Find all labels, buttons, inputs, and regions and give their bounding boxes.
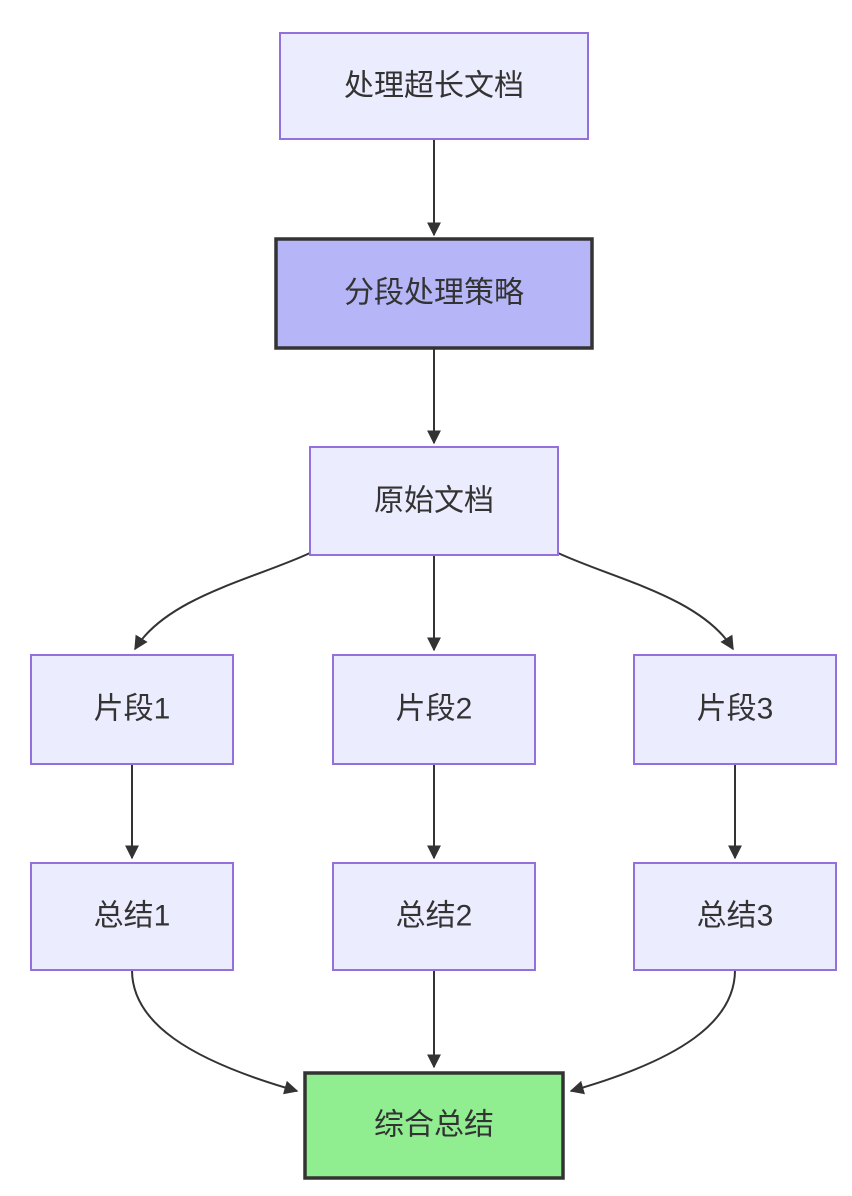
node-fragment-2-box bbox=[332, 654, 536, 765]
node-summary-3-label: 总结3 bbox=[697, 900, 774, 933]
node-combined-summary-box bbox=[303, 1071, 565, 1180]
node-fragment-1: 片段1 bbox=[30, 654, 234, 765]
node-fragment-3-box bbox=[633, 654, 837, 765]
node-summary-1: 总结1 bbox=[30, 862, 234, 971]
node-summary-2-label: 总结2 bbox=[396, 900, 473, 933]
node-segmentation-strategy-label: 分段处理策略 bbox=[344, 277, 524, 310]
node-summary-3: 总结3 bbox=[633, 862, 837, 971]
node-segmentation-strategy: 分段处理策略 bbox=[274, 237, 594, 350]
node-summary-1-box bbox=[30, 862, 234, 971]
node-combined-summary-label: 综合总结 bbox=[374, 1109, 494, 1142]
node-fragment-2: 片段2 bbox=[332, 654, 536, 765]
node-segmentation-strategy-box bbox=[274, 237, 594, 350]
node-process-long-document-label: 处理超长文档 bbox=[344, 70, 524, 103]
node-fragment-3: 片段3 bbox=[633, 654, 837, 765]
node-process-long-document: 处理超长文档 bbox=[279, 32, 589, 140]
node-summary-2: 总结2 bbox=[332, 862, 536, 971]
node-process-long-document-box bbox=[279, 32, 589, 140]
node-combined-summary: 综合总结 bbox=[303, 1071, 565, 1180]
node-original-document: 原始文档 bbox=[309, 446, 559, 556]
node-original-document-box bbox=[309, 446, 559, 556]
edge-summary-1-to-combined bbox=[131, 969, 299, 1095]
edge-summary-3-to-combined bbox=[569, 969, 736, 1095]
node-original-document-label: 原始文档 bbox=[374, 485, 494, 518]
edge-original-to-fragment-1 bbox=[134, 552, 311, 651]
node-fragment-1-label: 片段1 bbox=[94, 693, 171, 726]
node-fragment-3-label: 片段3 bbox=[697, 693, 774, 726]
edge-original-to-fragment-3 bbox=[557, 552, 734, 651]
node-summary-3-box bbox=[633, 862, 837, 971]
node-summary-1-label: 总结1 bbox=[94, 900, 171, 933]
node-fragment-2-label: 片段2 bbox=[396, 693, 473, 726]
node-fragment-1-box bbox=[30, 654, 234, 765]
node-summary-2-box bbox=[332, 862, 536, 971]
